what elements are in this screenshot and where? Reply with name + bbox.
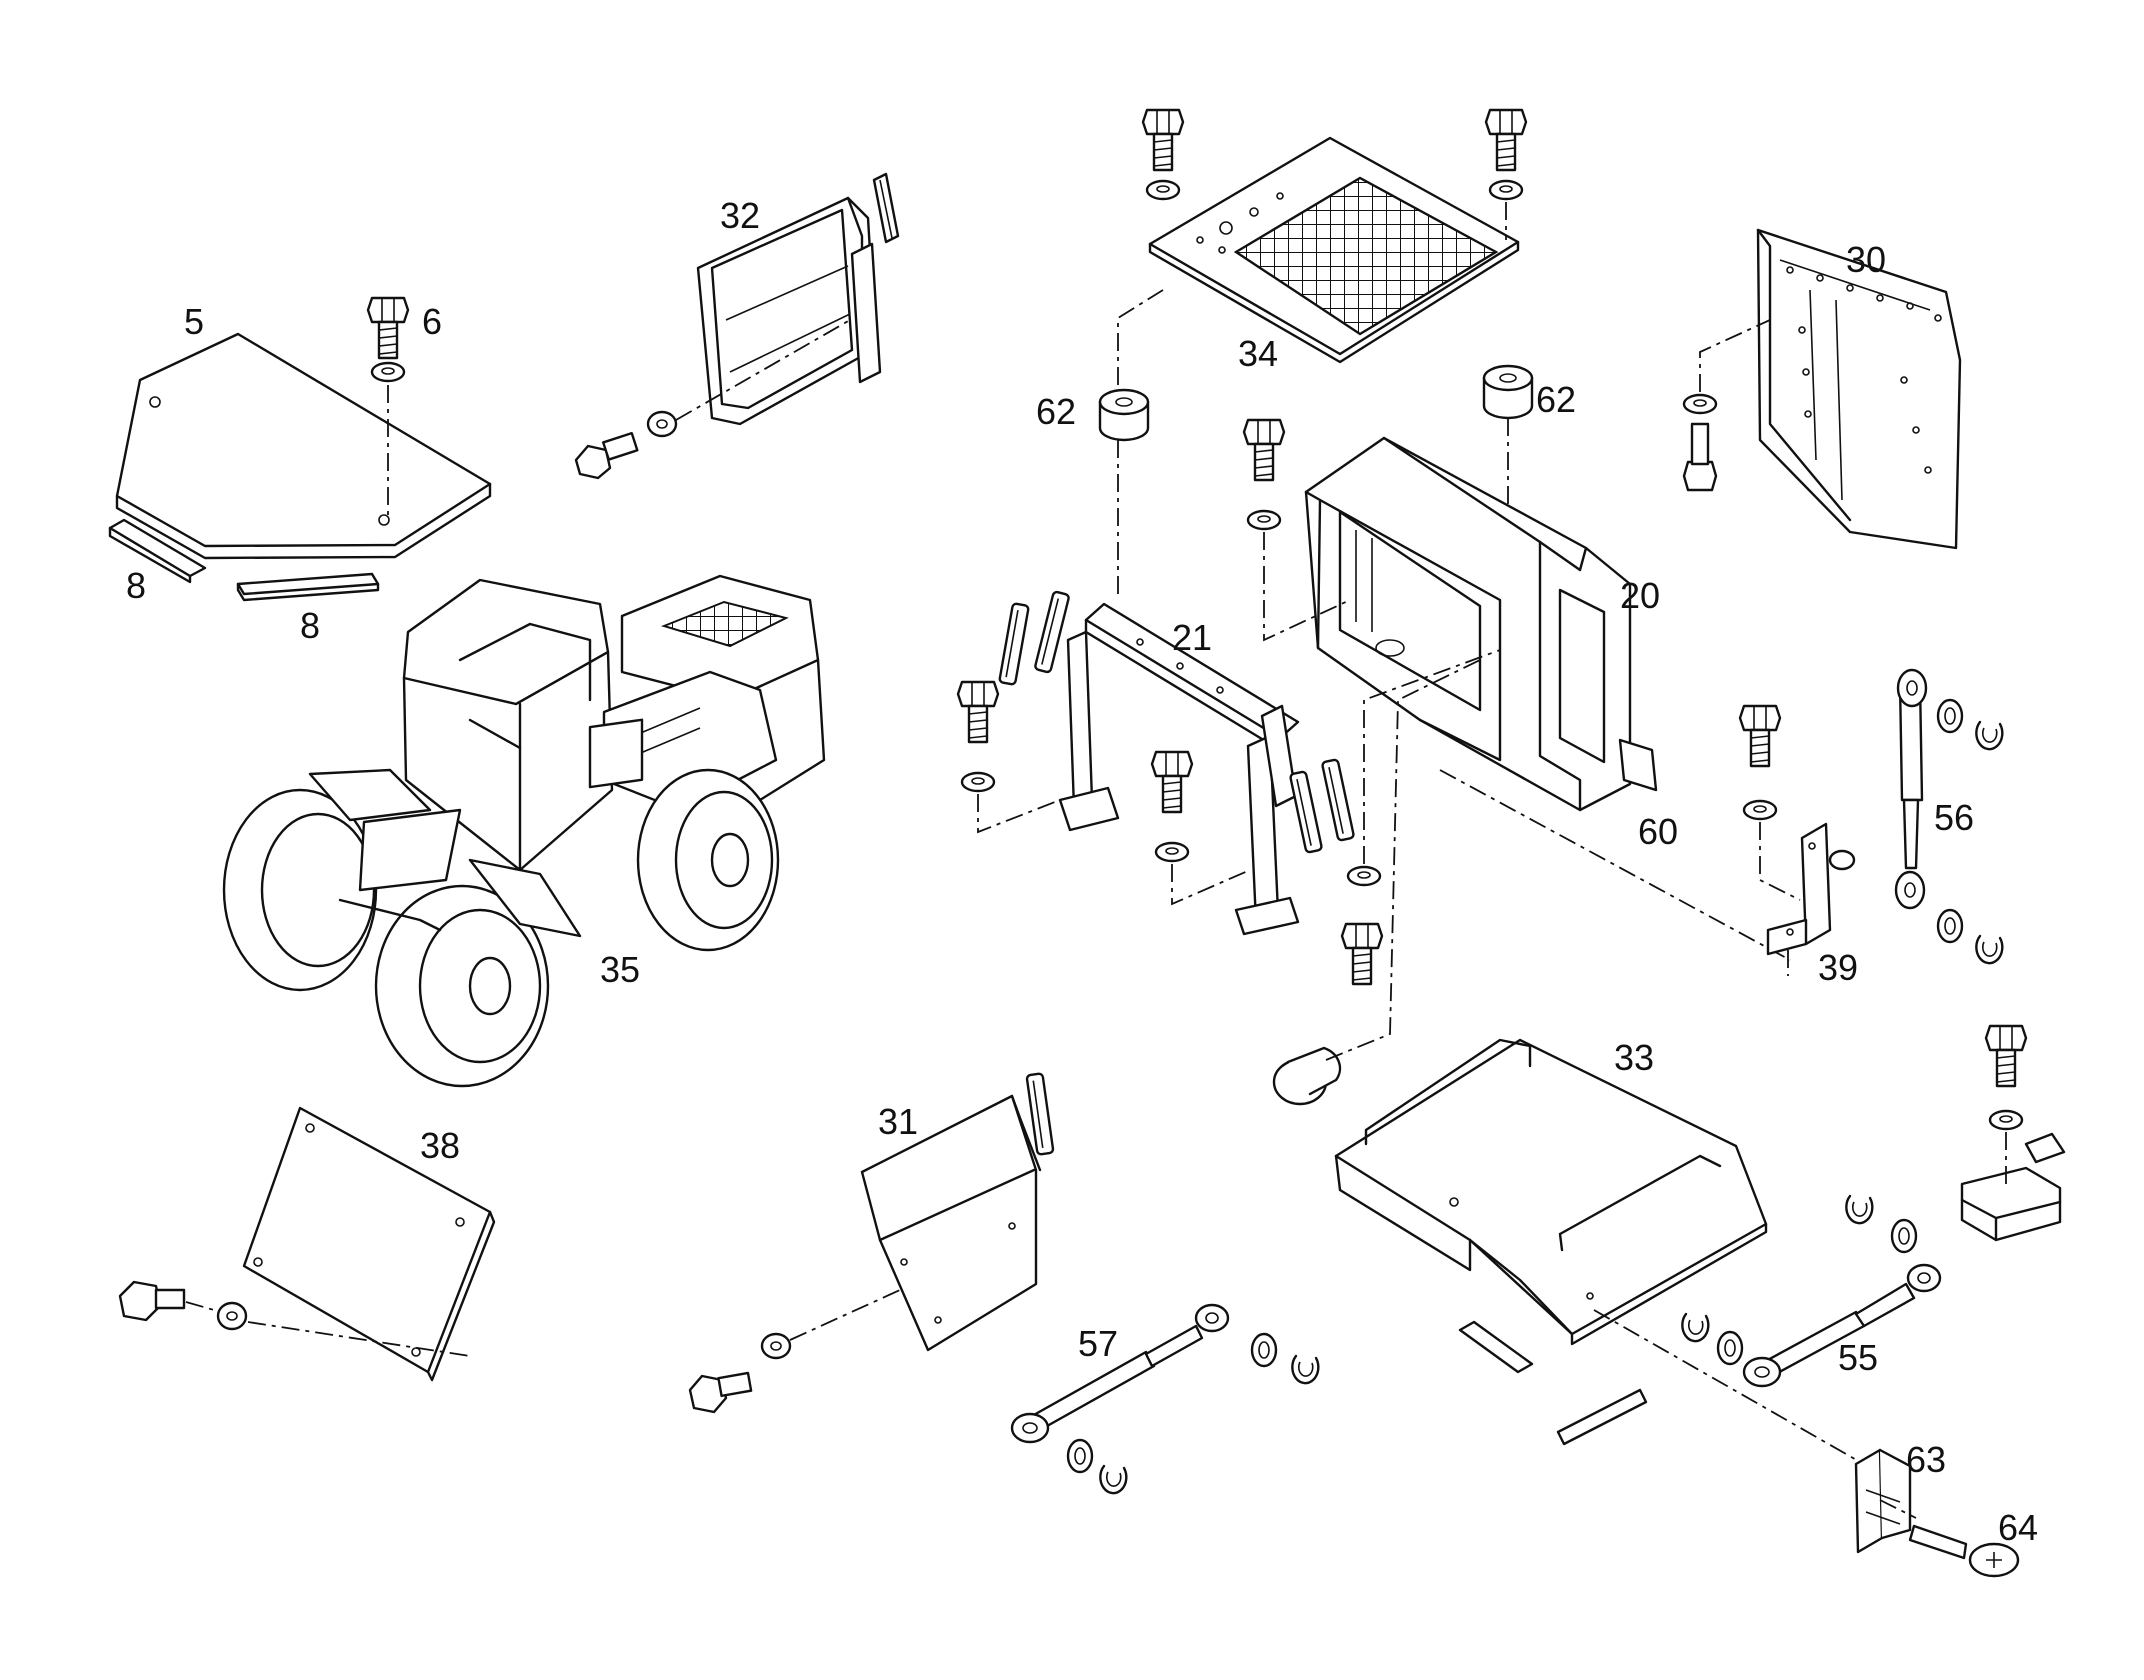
part-30-bolt bbox=[1682, 319, 1771, 492]
part-33-block bbox=[1960, 1024, 2066, 1242]
label-8b: 8 bbox=[300, 605, 320, 646]
part-32-bolt bbox=[574, 319, 851, 480]
vehicle-overview bbox=[222, 574, 826, 1088]
part-31-door bbox=[860, 1094, 1042, 1352]
part-33-strips bbox=[1458, 1309, 1861, 1463]
part-33-cover bbox=[1334, 1038, 1768, 1346]
part-34-grille bbox=[1148, 136, 1520, 364]
part-6-bolt bbox=[366, 296, 410, 520]
part-60-cap bbox=[1272, 659, 1791, 1106]
part-56-strut bbox=[1894, 668, 2004, 965]
part-32-strip bbox=[872, 172, 900, 244]
part-38-plate bbox=[242, 1106, 496, 1382]
part-21-frame bbox=[1058, 602, 1300, 936]
part-20-bolt bbox=[1242, 418, 1351, 642]
label-20: 20 bbox=[1620, 575, 1660, 616]
part-8-strip-a bbox=[108, 518, 207, 584]
label-5: 5 bbox=[184, 301, 204, 342]
label-56: 56 bbox=[1934, 797, 1974, 838]
label-34: 34 bbox=[1238, 333, 1278, 374]
label-55: 55 bbox=[1838, 1337, 1878, 1378]
label-30: 30 bbox=[1846, 239, 1886, 280]
part-63-bracket bbox=[1854, 1448, 1912, 1554]
label-33: 33 bbox=[1614, 1037, 1654, 1078]
label-35: 35 bbox=[600, 949, 640, 990]
part-34-bolt-left bbox=[1141, 108, 1185, 201]
part-30-panel bbox=[1756, 228, 1962, 550]
part-39-bolt bbox=[1738, 704, 1801, 976]
part-20-frame bbox=[1304, 436, 1658, 812]
part-55-strut bbox=[1681, 1194, 1942, 1388]
part-labels: 5 6 8 8 32 34 62 62 30 21 20 60 56 39 35… bbox=[126, 195, 2038, 1548]
label-21: 21 bbox=[1172, 617, 1212, 658]
label-31: 31 bbox=[878, 1101, 918, 1142]
label-60: 60 bbox=[1638, 811, 1678, 852]
label-57: 57 bbox=[1078, 1323, 1118, 1364]
part-8-strip-b bbox=[236, 572, 380, 602]
part-64-screw bbox=[1879, 1499, 2020, 1578]
part-38-bolt bbox=[118, 1280, 471, 1357]
label-62b: 62 bbox=[1536, 379, 1576, 420]
part-39-bracket bbox=[1766, 822, 1856, 956]
label-6: 6 bbox=[422, 301, 442, 342]
part-57-strut bbox=[1010, 1303, 1320, 1495]
label-62a: 62 bbox=[1036, 391, 1076, 432]
label-39: 39 bbox=[1818, 947, 1858, 988]
label-63: 63 bbox=[1906, 1439, 1946, 1480]
part-62-mount-left bbox=[1098, 289, 1164, 600]
part-20-lower-bolt bbox=[1340, 922, 1384, 986]
part-21-bolt-left bbox=[956, 680, 1061, 834]
label-64: 64 bbox=[1998, 1507, 2038, 1548]
part-20-lower-washer bbox=[1346, 649, 1501, 887]
part-21-bolt-mid bbox=[1150, 750, 1251, 906]
part-32-door bbox=[696, 196, 882, 426]
label-38: 38 bbox=[420, 1125, 460, 1166]
part-5-panel bbox=[115, 332, 492, 560]
label-8a: 8 bbox=[126, 565, 146, 606]
part-31-bolt bbox=[688, 1289, 901, 1414]
part-34-bolt-right bbox=[1484, 108, 1528, 240]
label-32: 32 bbox=[720, 195, 760, 236]
